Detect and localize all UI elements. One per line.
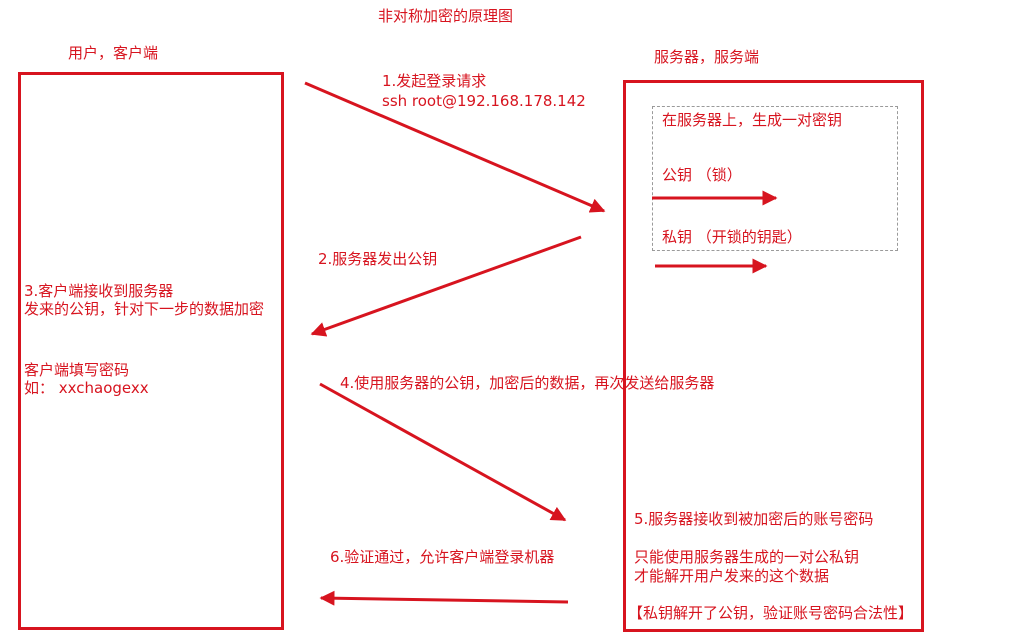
keypair-box (652, 106, 898, 251)
step6-arrow (319, 590, 569, 606)
step6-label: 6.验证通过，允许客户端登录机器 (330, 548, 555, 566)
step1-label-line2: ssh root@192.168.178.142 (382, 92, 586, 110)
step1-arrow (304, 81, 606, 213)
step1-label-line1: 1.发起登录请求 (382, 72, 487, 90)
server-step5-line1: 5.服务器接收到被加密后的账号密码 (634, 510, 874, 528)
diagram-title: 非对称加密的原理图 (378, 7, 514, 25)
client-step3-line2: 发来的公钥，针对下一步的数据加密 (24, 300, 265, 318)
server-step5-line2: 只能使用服务器生成的一对公私钥 (634, 548, 860, 566)
client-step3-line1: 3.客户端接收到服务器 (24, 282, 174, 300)
step4-arrow (319, 382, 567, 522)
server-box (623, 80, 924, 632)
keygen-text: 在服务器上，生成一对密钥 (662, 111, 843, 129)
server-step5-line3: 才能解开用户发来的这个数据 (634, 567, 830, 585)
step4-label: 4.使用服务器的公钥，加密后的数据，再次发送给服务器 (340, 374, 715, 392)
public-key-text: 公钥 （锁） (662, 166, 742, 184)
step2-label: 2.服务器发出公钥 (318, 250, 438, 268)
server-step5-note: 【私钥解开了公钥，验证账号密码合法性】 (628, 604, 914, 622)
client-fill-line2: 如： xxchaogexx (24, 379, 149, 397)
client-fill-line1: 客户端填写密码 (24, 361, 130, 379)
private-key-text: 私钥 （开锁的钥匙） (662, 228, 802, 246)
client-label: 用户，客户端 (68, 44, 159, 62)
client-box (18, 72, 284, 630)
server-label: 服务器，服务端 (654, 48, 760, 66)
step2-arrow (310, 235, 582, 337)
